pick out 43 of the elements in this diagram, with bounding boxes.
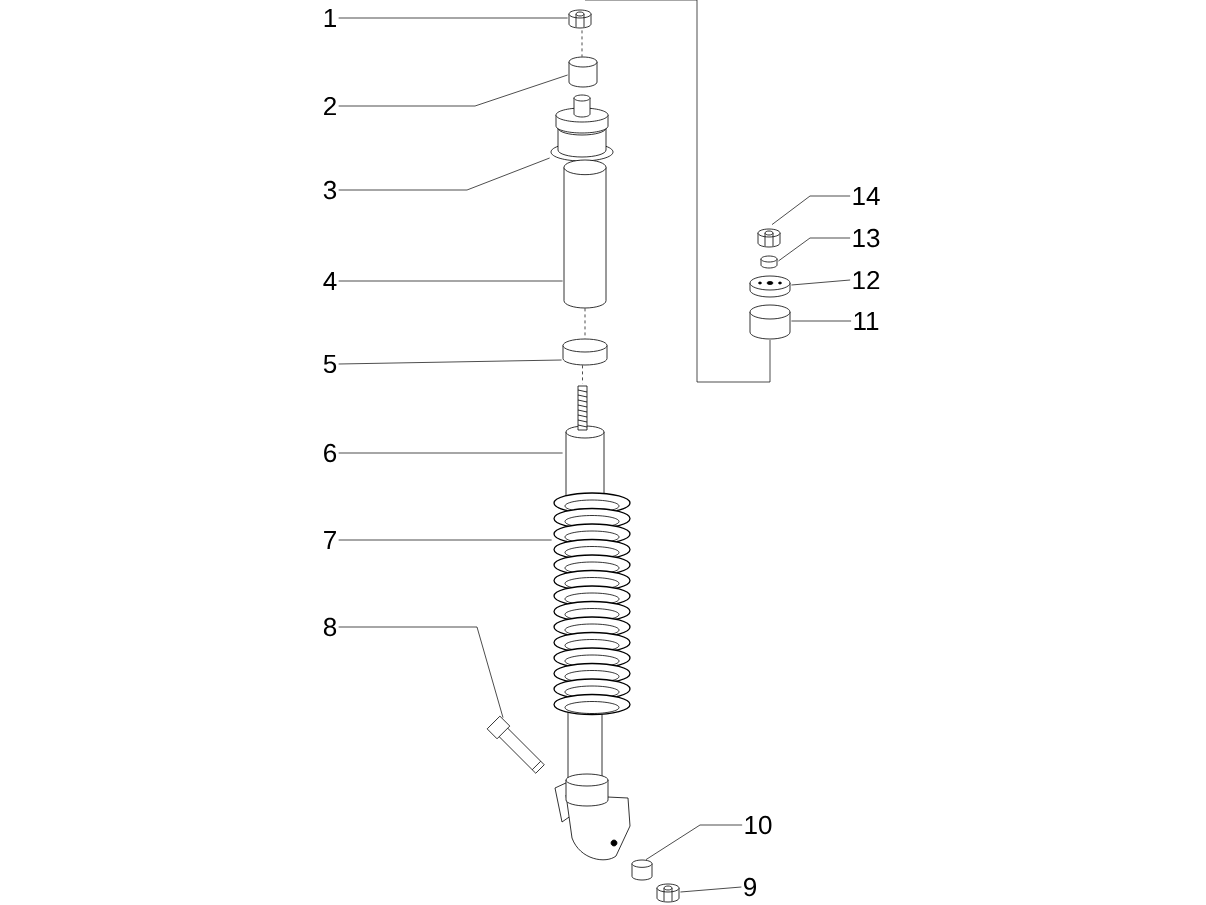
- callout-number: 13: [853, 228, 880, 248]
- washer-drawing: [562, 338, 608, 366]
- leader-line: [791, 320, 852, 322]
- washer-drawing: [760, 255, 778, 269]
- nut-drawing: [656, 883, 680, 903]
- callout-number: 8: [323, 617, 337, 637]
- callout-number: 5: [323, 354, 337, 374]
- leader-line: [338, 539, 552, 541]
- leader-line: [645, 824, 743, 860]
- callout-number: 9: [744, 877, 756, 897]
- leader-line: [338, 280, 563, 282]
- callout-number: 12: [853, 270, 880, 290]
- callout-number: 3: [323, 180, 337, 200]
- washer-drawing: [631, 859, 653, 881]
- leader-line: [680, 886, 742, 893]
- rubber-bushing-drawing: [749, 304, 791, 340]
- center-line: [581, 30, 583, 57]
- center-line: [582, 365, 583, 384]
- nut-drawing: [568, 9, 592, 29]
- bushing-drawing: [568, 56, 598, 88]
- callout-number: 1: [324, 9, 336, 27]
- shock-tube-drawing: [563, 159, 607, 309]
- callout-number: 7: [324, 531, 336, 549]
- callout-number: 10: [745, 815, 772, 835]
- bolt-drawing: [486, 715, 545, 774]
- leader-line: [791, 279, 851, 286]
- shock-cap-drawing: [550, 94, 614, 162]
- leader-line: [338, 74, 568, 107]
- center-line: [584, 308, 586, 339]
- leader-line: [778, 237, 851, 262]
- leader-line: [338, 157, 550, 191]
- callout-number: 14: [853, 187, 880, 205]
- leader-line: [338, 17, 568, 19]
- leader-line: [771, 195, 851, 225]
- leader-line: [338, 626, 504, 718]
- plate-washer-drawing: [749, 275, 791, 298]
- callout-number: 4: [323, 272, 337, 290]
- leader-line: [338, 452, 563, 454]
- leader-line: [338, 359, 562, 365]
- callout-number: 11: [854, 312, 879, 330]
- callout-number: 2: [324, 96, 336, 116]
- nut-drawing: [757, 228, 781, 248]
- callout-number: 6: [324, 443, 337, 463]
